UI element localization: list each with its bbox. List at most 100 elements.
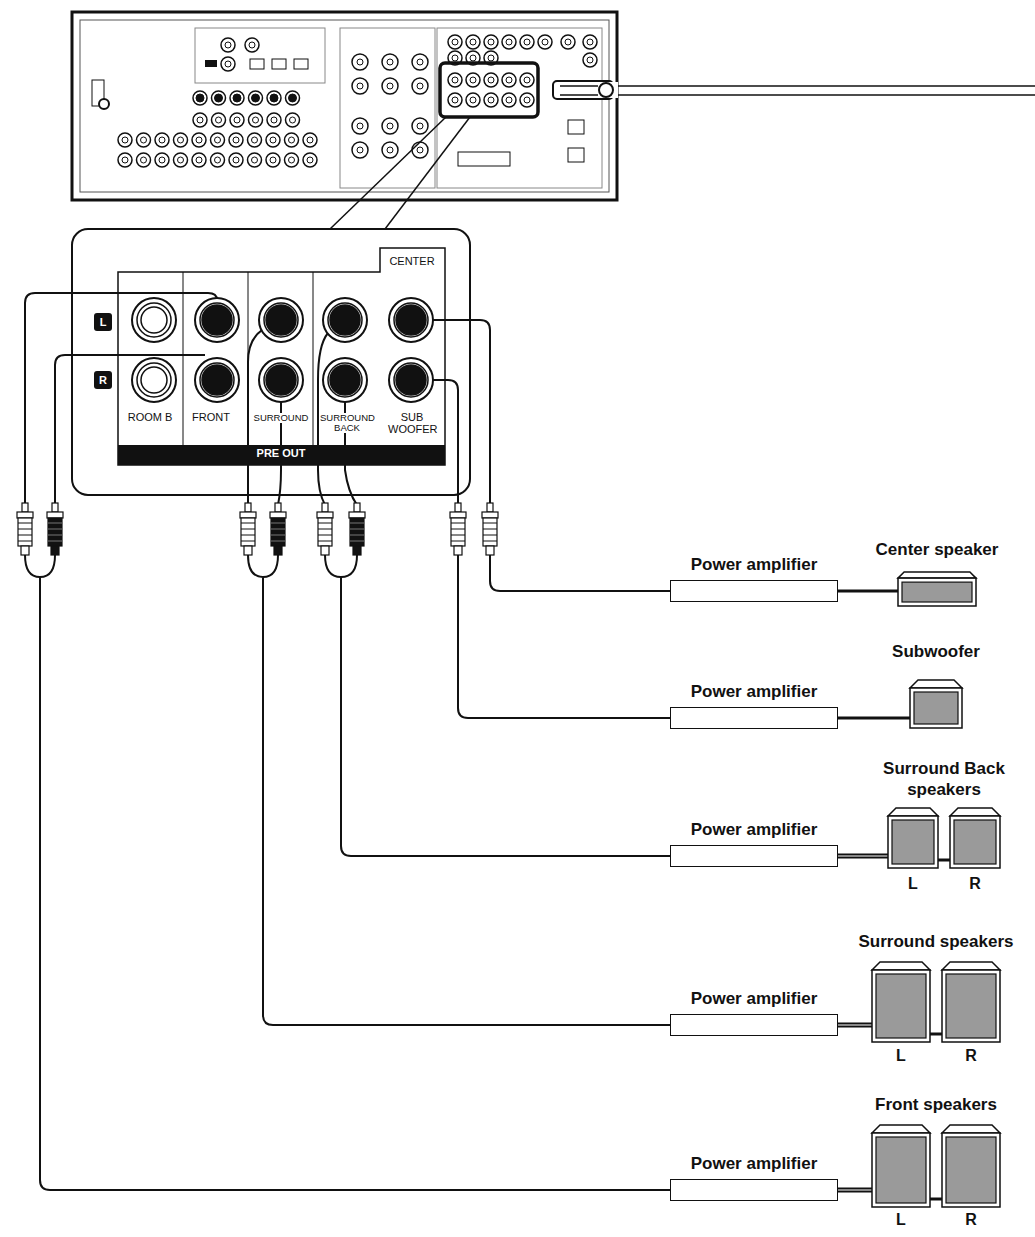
receiver-jack (221, 38, 235, 52)
receiver-jack (249, 91, 263, 105)
receiver-jack-core (307, 157, 313, 163)
panel-section (340, 28, 435, 188)
receiver-jack-core (141, 157, 147, 163)
speaker-wire-group (838, 718, 910, 719)
channel-label: R (964, 1048, 978, 1065)
channel-label: R (968, 876, 982, 893)
cable (458, 555, 670, 718)
receiver-jack (267, 113, 281, 127)
switch (205, 60, 217, 67)
receiver-jack (382, 118, 398, 134)
rca-plug (450, 503, 466, 555)
rca-plug (17, 503, 33, 555)
receiver-jack (211, 153, 225, 167)
receiver-jack-core (452, 77, 458, 83)
speaker-wire (838, 1188, 872, 1193)
receiver-jack-core (587, 39, 593, 45)
zoom-line (330, 117, 446, 229)
amplifier-box: Power amplifier (670, 580, 838, 602)
panel-section (195, 28, 325, 83)
receiver-jack-core (470, 77, 476, 83)
cable (430, 320, 490, 505)
receiver-jack-core (488, 97, 494, 103)
receiver-jack (352, 142, 368, 158)
receiver-jack-core (524, 77, 530, 83)
receiver-jack (193, 113, 207, 127)
receiver-jack-core (452, 39, 458, 45)
rca-jack (259, 358, 303, 402)
screw (599, 83, 613, 97)
receiver-jack-core (122, 157, 128, 163)
rca-jack (132, 298, 176, 342)
channel-label: L (895, 1048, 907, 1065)
screw (99, 99, 109, 109)
amplifier-label: Power amplifier (691, 820, 818, 840)
receiver-jack-core (565, 39, 571, 45)
receiver-jack-core (196, 157, 202, 163)
jack-label: SURROUND BACK (319, 413, 375, 433)
receiver-jack-core (357, 123, 363, 129)
speaker-symbol (888, 808, 1000, 868)
receiver-jack (155, 153, 169, 167)
amplifier-box: Power amplifier (670, 1179, 838, 1201)
receiver-jack-core (178, 137, 184, 143)
cable (248, 555, 670, 1025)
receiver-jack-core (387, 59, 393, 65)
receiver-jack (382, 78, 398, 94)
receiver-body (72, 12, 617, 200)
receiver-jack (412, 142, 428, 158)
receiver-jack (285, 133, 299, 147)
rca-plug (349, 503, 365, 555)
receiver-jack (382, 142, 398, 158)
rca-cables (25, 293, 670, 1190)
section-label: PRE OUT (256, 448, 307, 460)
zoom-line (385, 117, 470, 229)
receiver-jack (286, 91, 300, 105)
receiver-jack-core (271, 117, 277, 123)
panel-enlargement (72, 229, 470, 495)
receiver-jack (118, 133, 132, 147)
speaker-wire (838, 1023, 872, 1028)
rca-plug (270, 503, 286, 555)
receiver-jack (484, 35, 498, 49)
receiver-jack (303, 133, 317, 147)
receiver-jack-core (506, 77, 512, 83)
amplifier-label: Power amplifier (691, 1154, 818, 1174)
speaker-symbol (872, 962, 1000, 1042)
receiver-jack-core (270, 137, 276, 143)
receiver-jack (520, 35, 534, 49)
receiver-jack-core (289, 94, 297, 102)
receiver-jack (484, 93, 498, 107)
receiver-jack-core (196, 94, 204, 102)
receiver-jack-core (234, 117, 240, 123)
pre-out-jacks (132, 298, 433, 402)
receiver-jacks (118, 35, 597, 167)
receiver-jack (245, 38, 259, 52)
rca-jack (323, 298, 367, 342)
speaker-label: Front speakers (875, 1095, 997, 1115)
receiver-jack (266, 153, 280, 167)
rca-jack (259, 298, 303, 342)
receiver-jack (192, 153, 206, 167)
receiver-jack (155, 133, 169, 147)
speaker-group: Subwoofer (910, 680, 962, 728)
receiver-jack (538, 35, 552, 49)
receiver-jack-core (197, 117, 203, 123)
rca-plug (482, 503, 498, 555)
power-cord (560, 85, 1035, 87)
receiver-jack-core (470, 97, 476, 103)
receiver-jack-core (357, 83, 363, 89)
speaker-label: Surround speakers (859, 932, 1014, 952)
speaker-label: Surround Back speakers (864, 759, 1024, 800)
receiver-jack (285, 153, 299, 167)
receiver-jack-core (225, 42, 231, 48)
receiver-jack (502, 93, 516, 107)
jack-label: SUB WOOFER (387, 412, 437, 435)
ac-outlet (568, 148, 584, 162)
receiver-jack-core (122, 137, 128, 143)
receiver-jack-core (452, 55, 458, 61)
receiver-jack-core (417, 147, 423, 153)
speaker-wire-group (838, 856, 888, 857)
receiver-jack (137, 133, 151, 147)
cable (490, 555, 670, 591)
